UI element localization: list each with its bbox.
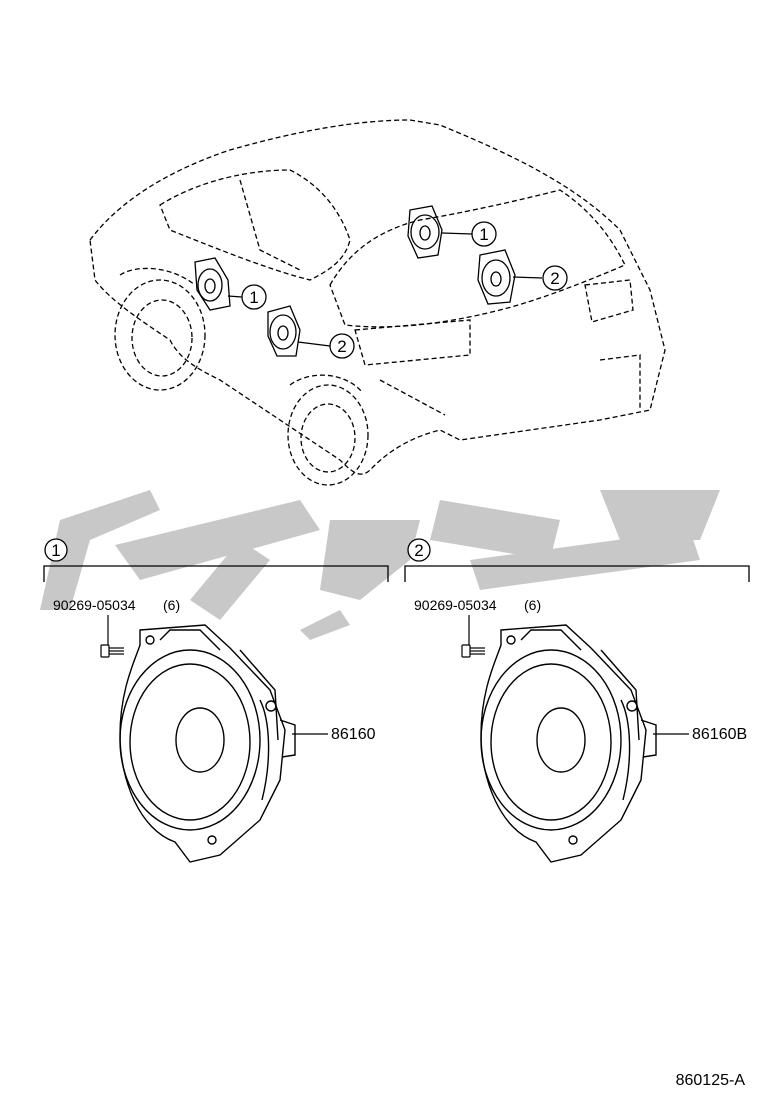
group-1-bolt bbox=[100, 644, 124, 658]
callout-front-right: 1 bbox=[471, 221, 497, 247]
car-speaker-front-left bbox=[194, 257, 231, 311]
svg-text:1: 1 bbox=[51, 541, 60, 560]
group-2-bolt-part-number: 90269-05034 bbox=[414, 597, 497, 613]
svg-text:2: 2 bbox=[337, 337, 346, 356]
group-1-marker: 1 bbox=[44, 538, 68, 562]
group-2-speaker-part-number: 86160B bbox=[692, 726, 747, 743]
group-2-marker: 2 bbox=[407, 538, 431, 562]
car-leader-lines bbox=[227, 232, 543, 347]
callout-rear-left: 2 bbox=[329, 333, 355, 359]
car-speaker-rear-right bbox=[477, 249, 516, 305]
car-outline bbox=[89, 119, 666, 486]
figure-code: 860125-A bbox=[676, 1072, 746, 1089]
svg-text:2: 2 bbox=[414, 541, 423, 560]
group-2-bolt-qty: (6) bbox=[524, 597, 541, 613]
svg-text:1: 1 bbox=[249, 288, 258, 307]
group-2-speaker bbox=[480, 624, 657, 863]
group-2-bracket bbox=[404, 565, 750, 582]
car-speaker-rear-left bbox=[267, 305, 301, 357]
svg-text:1: 1 bbox=[479, 225, 488, 244]
group-1: 1 90269-05034 (6) 86160 bbox=[43, 538, 389, 863]
callout-front-left: 1 bbox=[241, 284, 267, 310]
callout-rear-right: 2 bbox=[542, 265, 568, 291]
group-2: 2 90269-05034 (6) 86160B bbox=[404, 538, 750, 863]
group-1-bolt-part-number: 90269-05034 bbox=[53, 597, 136, 613]
car-speaker-front-right bbox=[407, 205, 443, 259]
group-1-speaker-part-number: 86160 bbox=[331, 726, 376, 743]
group-2-bolt bbox=[461, 644, 485, 658]
group-1-bolt-qty: (6) bbox=[163, 597, 180, 613]
group-1-bracket bbox=[43, 565, 389, 582]
watermark-logo bbox=[40, 490, 720, 640]
group-1-speaker bbox=[119, 624, 296, 863]
svg-text:2: 2 bbox=[550, 269, 559, 288]
